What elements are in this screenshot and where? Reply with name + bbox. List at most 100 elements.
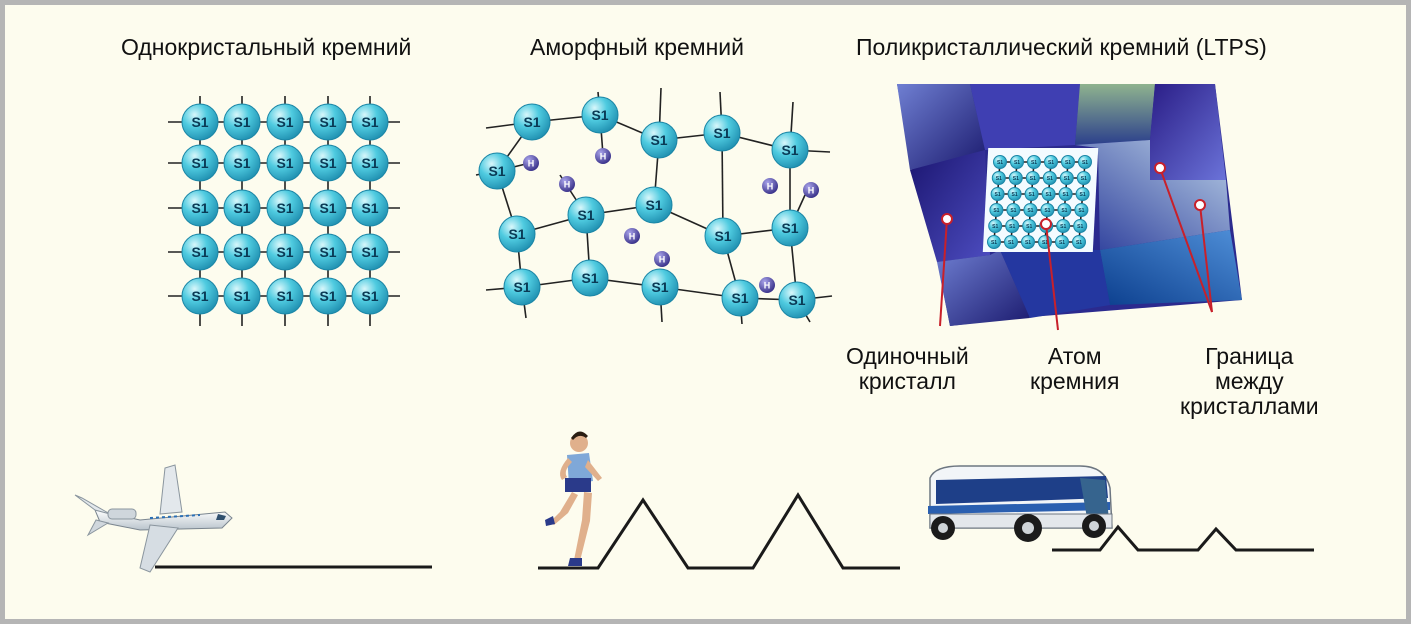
atom-label: S1: [233, 200, 250, 216]
hydrogen-label: H: [808, 186, 815, 196]
atom-label: S1: [1013, 176, 1019, 182]
silicon-atom: S1: [223, 189, 261, 227]
silicon-atom: S1: [351, 144, 389, 182]
silicon-atom: S1: [503, 268, 541, 306]
silicon-atom: S1: [1023, 203, 1038, 217]
silicon-atom: S1: [498, 215, 536, 253]
atom-label: S1: [1030, 176, 1036, 182]
silicon-atom: S1: [181, 233, 219, 271]
atom-label: S1: [488, 163, 505, 179]
atom-label: S1: [651, 279, 668, 295]
silicon-atom: S1: [1056, 219, 1071, 233]
label-silicon-atom-line2: кремния: [1030, 368, 1120, 394]
atom-label: S1: [1029, 192, 1035, 198]
atom-label: S1: [1078, 208, 1084, 214]
atom-label: S1: [361, 155, 378, 171]
hydrogen-atom: H: [803, 182, 819, 198]
atom-label: S1: [591, 107, 608, 123]
atom-label: S1: [191, 155, 208, 171]
atom-label: S1: [1061, 208, 1067, 214]
atom-label: S1: [191, 200, 208, 216]
runner-icon: [538, 431, 900, 570]
atom-label: S1: [1027, 208, 1033, 214]
silicon-atom: S1: [266, 103, 304, 141]
silicon-atom: S1: [778, 281, 816, 319]
atom-label: S1: [276, 114, 293, 130]
label-grain-boundary-line2: между: [1214, 368, 1284, 394]
title-amorphous: Аморфный кремний: [530, 34, 744, 60]
atom-label: S1: [1014, 160, 1020, 166]
bus-icon: [928, 465, 1314, 552]
grain-boundary-marker: [1154, 162, 1166, 174]
atom-label: S1: [1060, 224, 1066, 230]
atom-label: S1: [1048, 160, 1054, 166]
atom-label: S1: [513, 279, 530, 295]
atom-label: S1: [1031, 160, 1037, 166]
atom-label: S1: [1026, 224, 1032, 230]
atom-label: S1: [1046, 192, 1052, 198]
silicon-atom: S1: [1010, 155, 1024, 169]
silicon-atom: S1: [1061, 155, 1075, 169]
silicon-atom: S1: [1021, 235, 1035, 249]
silicon-atom: S1: [1057, 203, 1072, 217]
airplane-icon: [74, 464, 432, 573]
label-silicon-atom: Атом кремния: [1030, 344, 1119, 394]
silicon-atom: S1: [266, 144, 304, 182]
silicon-atom: S1: [1040, 203, 1055, 217]
silicon-atom: S1: [993, 155, 1007, 169]
atom-label: S1: [361, 200, 378, 216]
silicon-atom: S1: [1005, 219, 1020, 233]
silicon-atom: S1: [513, 103, 551, 141]
silicon-atom: S1: [1044, 155, 1058, 169]
hydrogen-atom: H: [654, 251, 670, 267]
silicon-atom: S1: [641, 268, 679, 306]
atom-label: S1: [992, 224, 998, 230]
atom-label: S1: [788, 292, 805, 308]
title-monocrystalline: Однокристальный кремний: [121, 34, 412, 60]
atom-label: S1: [233, 244, 250, 260]
atom-label: S1: [319, 244, 336, 260]
atom-label: S1: [1025, 240, 1031, 246]
atom-label: S1: [995, 192, 1001, 198]
atom-label: S1: [1008, 240, 1014, 246]
hydrogen-atom: H: [559, 176, 575, 192]
silicon-atom: S1: [309, 233, 347, 271]
label-grain-boundary: Граница между кристаллами: [1180, 344, 1319, 419]
hydrogen-atom: H: [523, 155, 539, 171]
atom-label: S1: [997, 160, 1003, 166]
silicon-atom: S1: [1022, 219, 1037, 233]
hydrogen-label: H: [659, 255, 666, 265]
silicon-atom: S1: [351, 233, 389, 271]
hydrogen-label: H: [629, 232, 636, 242]
silicon-atom: S1: [771, 209, 809, 247]
silicon-atom: S1: [1024, 187, 1039, 201]
silicon-atom: S1: [478, 152, 516, 190]
atom-label: S1: [1077, 224, 1083, 230]
silicon-atom: S1: [1058, 187, 1073, 201]
silicon-atom: S1: [1008, 171, 1023, 185]
silicon-atom: S1: [567, 196, 605, 234]
silicon-atom: S1: [181, 103, 219, 141]
atom-label: S1: [276, 244, 293, 260]
atom-label: S1: [191, 244, 208, 260]
atom-label: S1: [650, 132, 667, 148]
silicon-atom: S1: [1055, 235, 1069, 249]
hydrogen-label: H: [528, 159, 535, 169]
atom-label: S1: [1012, 192, 1018, 198]
silicon-atom: S1: [309, 189, 347, 227]
atom-label: S1: [508, 226, 525, 242]
atom-label: S1: [781, 220, 798, 236]
atom-label: S1: [361, 114, 378, 130]
hydrogen-atom: H: [762, 178, 778, 194]
atom-label: S1: [319, 288, 336, 304]
atom-label: S1: [996, 176, 1002, 182]
silicon-atom: S1: [1041, 187, 1056, 201]
atom-label: S1: [1076, 240, 1082, 246]
hydrogen-label: H: [564, 180, 571, 190]
silicon-atom: S1: [581, 96, 619, 134]
atom-label: S1: [233, 155, 250, 171]
silicon-atom: S1: [635, 186, 673, 224]
